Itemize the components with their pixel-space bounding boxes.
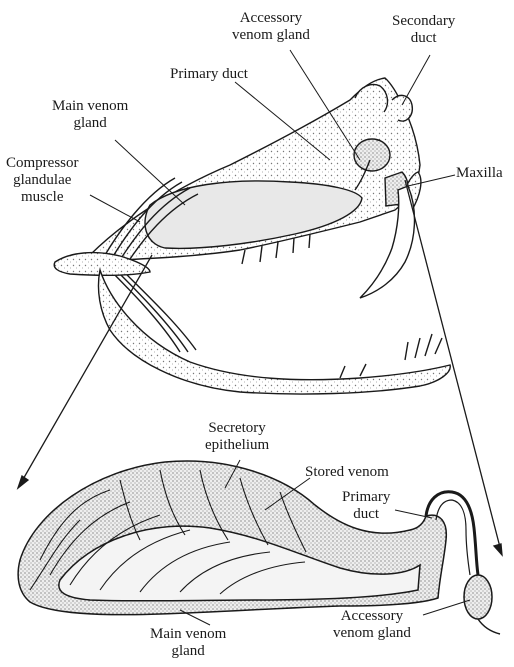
main-venom-gland-top [145,181,362,248]
label-main-venom-gland-bottom: Main venom gland [150,626,226,660]
label-line: Stored venom [305,464,389,481]
label-line: Secretory [205,420,269,437]
label-line: venom gland [333,625,411,642]
label-primary-duct-bottom: Primary duct [342,489,390,523]
label-line: Main venom [52,98,128,115]
label-line: Main venom [150,626,226,643]
label-line: Accessory [333,608,411,625]
label-line: gland [150,643,226,660]
label-line: muscle [6,189,79,206]
accessory-gland-section [464,575,492,619]
label-primary-duct-top: Primary duct [170,66,248,83]
label-line: duct [342,506,390,523]
label-accessory-venom-gland-bottom: Accessory venom gland [333,608,411,642]
label-line: Primary [342,489,390,506]
label-line: Accessory [232,10,310,27]
label-line: glandulae [6,172,79,189]
label-secondary-duct: Secondary duct [392,13,455,47]
accessory-gland-top [354,139,390,171]
label-compressor-glandulae-muscle: Compressor glandulae muscle [6,155,79,206]
label-stored-venom: Stored venom [305,464,389,481]
label-line: venom gland [232,27,310,44]
label-main-venom-gland-top: Main venom gland [52,98,128,132]
label-line: duct [392,30,455,47]
label-line: epithelium [205,437,269,454]
gland-cross-section [18,461,500,634]
label-maxilla: Maxilla [456,165,503,182]
label-accessory-venom-gland-top: Accessory venom gland [232,10,310,44]
label-line: Compressor [6,155,79,172]
lower-jaw [98,270,450,394]
label-line: Secondary [392,13,455,30]
label-line: Primary duct [170,66,248,83]
label-line: Maxilla [456,165,503,182]
label-line: gland [52,115,128,132]
label-secretory-epithelium: Secretory epithelium [205,420,269,454]
